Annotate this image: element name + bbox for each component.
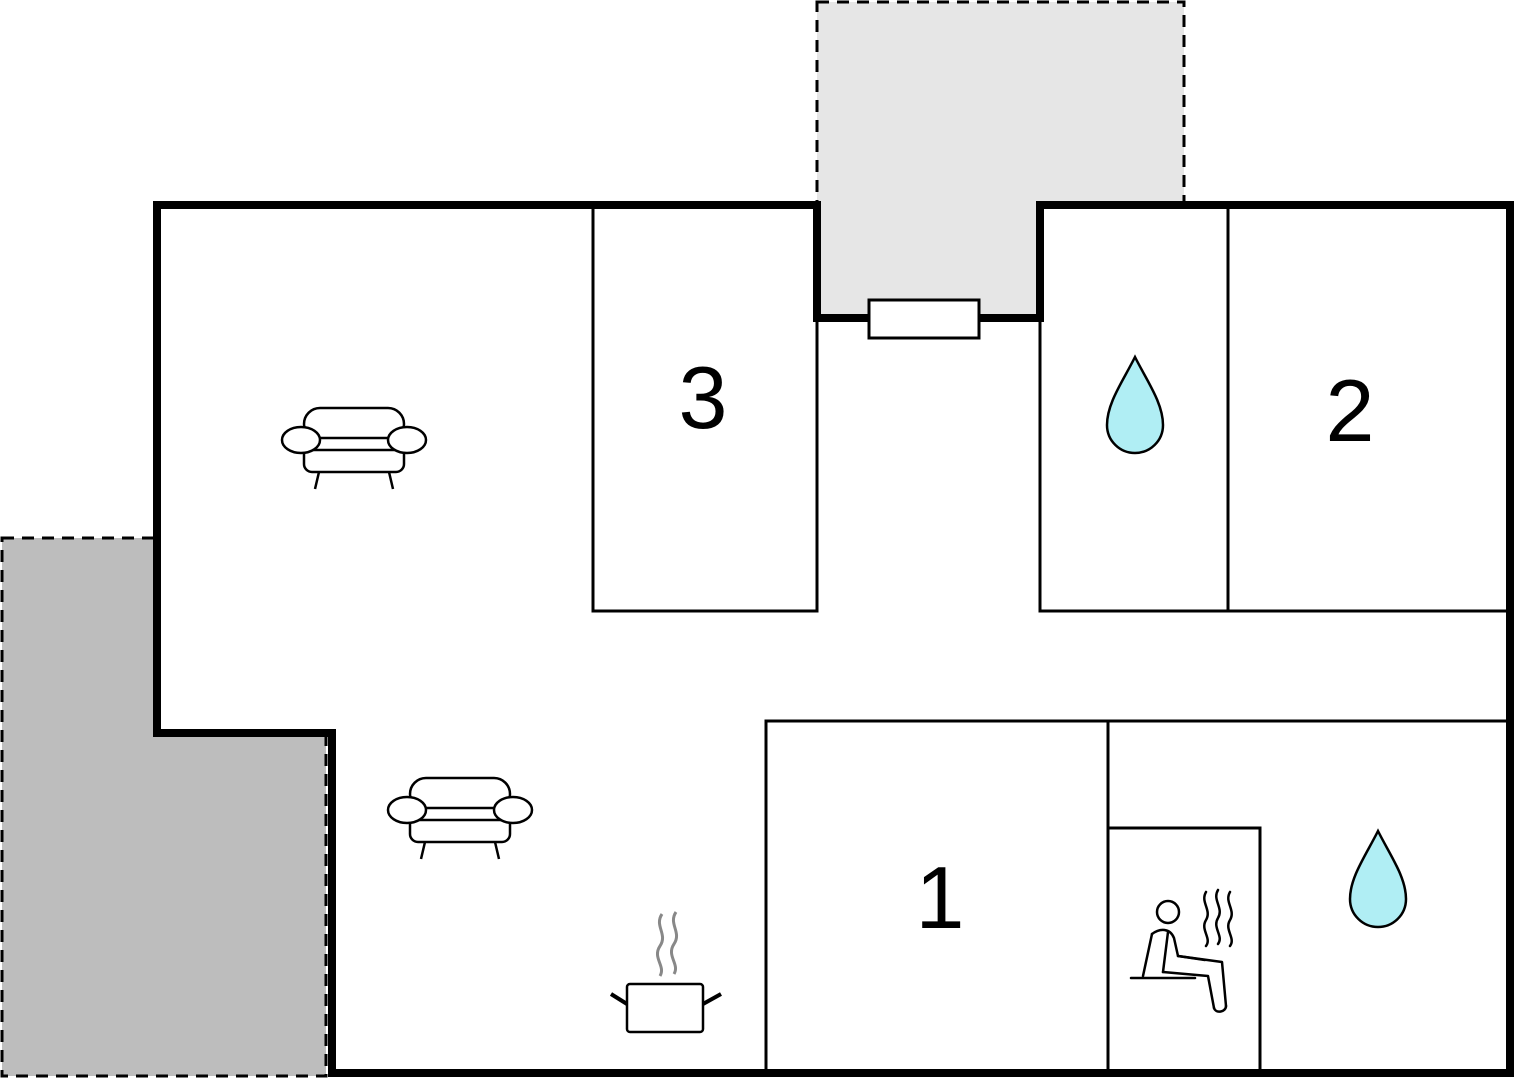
entrance-door [867,298,981,340]
outer-walls [153,201,1514,1077]
sauna-icon [1129,888,1233,1013]
bedroom-3-label: 3 [679,348,728,447]
bedroom-1-label: 1 [916,848,965,947]
cooking-pot-icon [609,911,722,1034]
bedroom-2-label: 2 [1326,361,1375,460]
house-floor [157,205,1510,1073]
